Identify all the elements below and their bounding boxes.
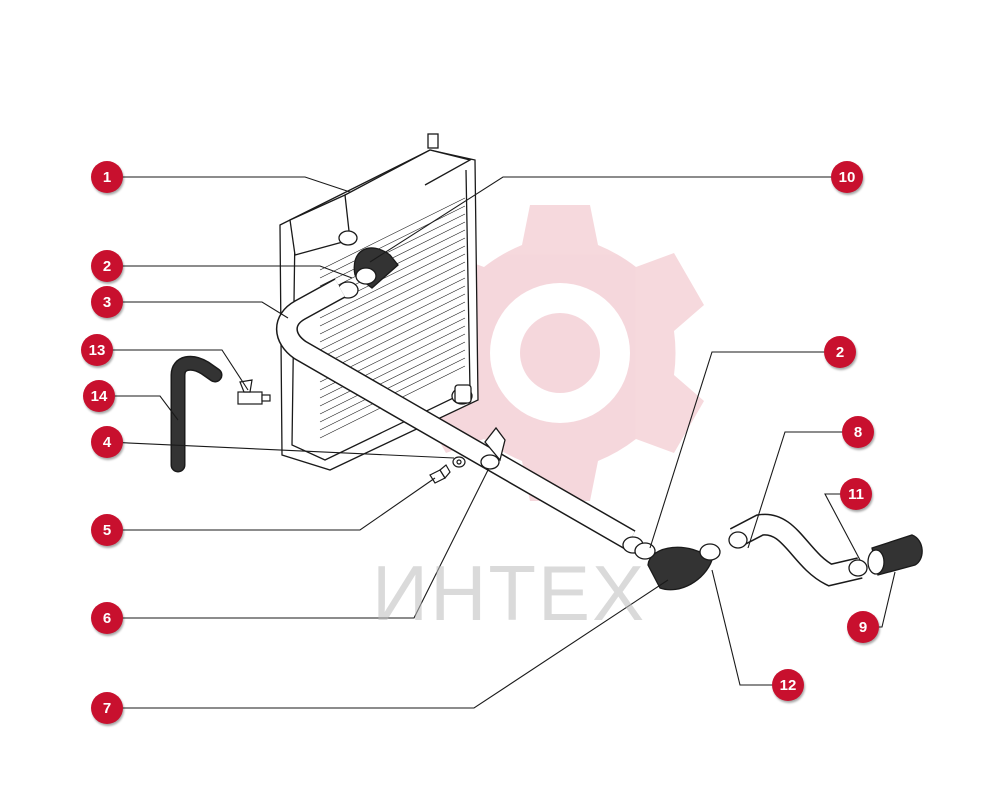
drain-tap [237,379,271,405]
callout-14[interactable]: 14 [83,380,115,412]
callout-13[interactable]: 13 [81,334,113,366]
callout-9[interactable]: 9 [847,611,879,643]
bent-hose [170,355,223,473]
callout-7[interactable]: 7 [91,692,123,724]
callout-4[interactable]: 4 [91,426,123,458]
short-hose [867,534,923,576]
callout-10[interactable]: 10 [831,161,863,193]
callout-1[interactable]: 1 [91,161,123,193]
coolant-pipe [275,278,644,554]
callout-2-right[interactable]: 2 [824,336,856,368]
callout-11[interactable]: 11 [840,478,872,510]
watermark-text: ИНТЕХ [372,549,647,637]
callout-2-left[interactable]: 2 [91,250,123,282]
washer [452,456,466,468]
lower-hose-elbow [634,542,721,591]
callout-3[interactable]: 3 [91,286,123,318]
curved-pipe [728,513,868,587]
callout-5[interactable]: 5 [91,514,123,546]
bolt [429,464,451,484]
radiator [279,133,479,471]
callout-8[interactable]: 8 [842,416,874,448]
callout-12[interactable]: 12 [772,669,804,701]
callout-6[interactable]: 6 [91,602,123,634]
watermark-gear-icon [416,205,704,501]
